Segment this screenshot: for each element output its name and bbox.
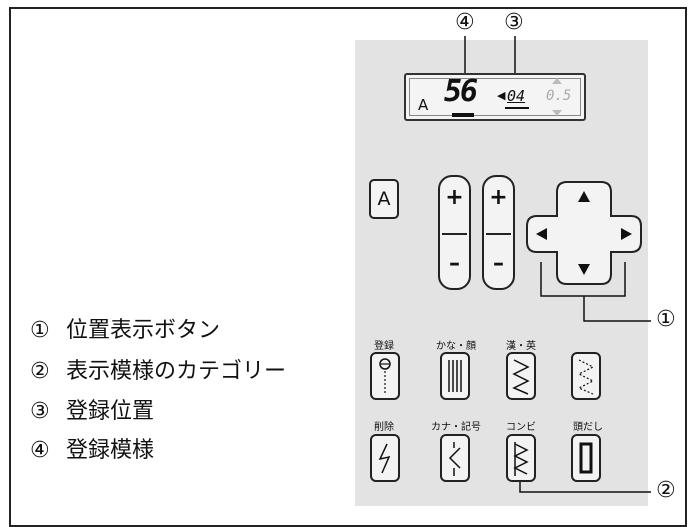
kanji-eng-label: 漢・英: [506, 341, 536, 352]
angle-stitch-icon: [448, 442, 461, 476]
up-arrow-icon: [578, 191, 590, 202]
needle-icon: [379, 358, 391, 394]
lcd-mode: A: [418, 96, 429, 114]
callout-3: ③: [504, 10, 524, 35]
delete-label: 削除: [374, 422, 394, 433]
straight-stitch-button[interactable]: [440, 352, 470, 400]
delete-button[interactable]: [370, 434, 400, 482]
combi-label: コンビ: [506, 422, 536, 433]
callout-1: ①: [656, 307, 676, 332]
minus-icon: –: [449, 251, 460, 276]
dotted-zigzag-button[interactable]: [571, 352, 601, 400]
rectangle-icon: [579, 442, 593, 474]
lightning-icon: [378, 443, 391, 474]
kana-symbol-label: カナ・記号: [431, 422, 481, 433]
combi-button[interactable]: [506, 434, 536, 482]
minus-icon: –: [493, 251, 504, 276]
zigzag-button[interactable]: [506, 352, 536, 400]
lcd-left-arrow-icon: ◀: [497, 89, 506, 102]
head-button[interactable]: [571, 434, 601, 482]
left-plus-minus-button[interactable]: + –: [438, 175, 471, 290]
callout-2: ②: [656, 478, 676, 503]
kana-face-label: かな・顔: [436, 341, 476, 352]
lcd-position-underline: [505, 107, 529, 109]
callout-4: ④: [455, 10, 475, 35]
left-arrow-icon: [536, 228, 547, 240]
right-plus-minus-button[interactable]: + –: [482, 175, 515, 290]
right-arrow-icon: [621, 228, 632, 240]
register-button[interactable]: [370, 352, 400, 400]
plus-icon: +: [445, 185, 464, 210]
lcd-pattern-underline: [452, 113, 474, 117]
direction-pad[interactable]: [525, 178, 645, 288]
lcd-updown-icon: [552, 78, 562, 116]
zigzag-icon: [512, 359, 530, 395]
kana-symbol-button[interactable]: [440, 434, 470, 482]
lcd-pattern-number: 56: [444, 74, 478, 109]
triple-zigzag-icon: [513, 442, 529, 476]
head-label: 頭だし: [573, 422, 603, 433]
register-label: 登録: [374, 341, 394, 352]
a-mode-button[interactable]: A: [369, 179, 399, 219]
lcd-position-number: 04: [507, 87, 526, 105]
lcd-faint-value: 0.5: [546, 88, 572, 104]
straight-stitch-icon: [448, 360, 462, 392]
dotted-zigzag-icon: [577, 359, 595, 395]
plus-icon: +: [489, 185, 508, 210]
down-arrow-icon: [578, 264, 590, 275]
